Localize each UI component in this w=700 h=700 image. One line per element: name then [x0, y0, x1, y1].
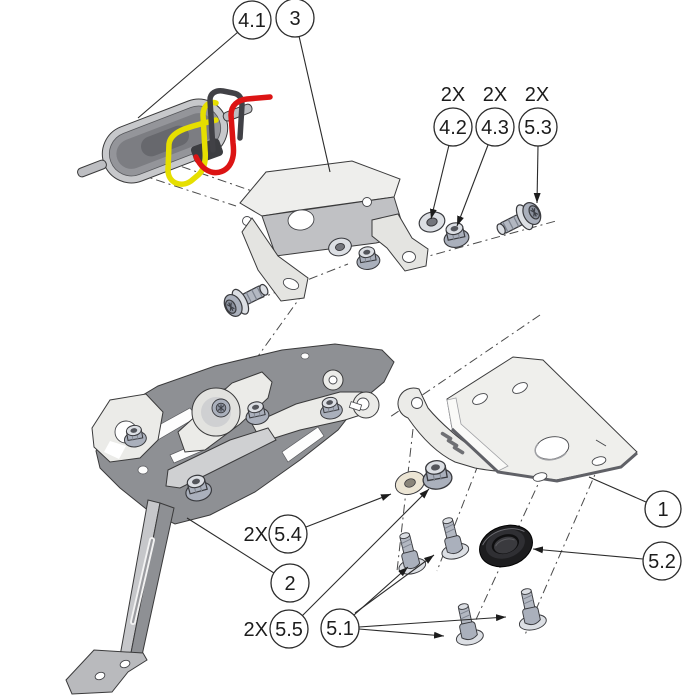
balloon-4-2: 4.2	[433, 107, 473, 147]
wire-yellow	[165, 99, 219, 187]
leader-5-1-c	[358, 628, 445, 639]
cutout-hole	[137, 465, 149, 475]
balloon-label: 3	[289, 8, 300, 30]
balloon-4-3: 4.3	[475, 107, 515, 147]
qty-label-5-4: 2X	[244, 524, 268, 546]
lower-strap	[165, 427, 277, 489]
wire-red	[193, 94, 273, 176]
part-plate-holder-assembly	[65, 343, 395, 695]
cutout-hole	[300, 352, 310, 360]
left-arm-slot	[282, 278, 300, 290]
foot-plate	[65, 649, 148, 695]
leader-5-5	[301, 488, 430, 617]
lamp-stud-left	[77, 159, 107, 178]
grommet-5-2	[479, 524, 533, 568]
foot-hole	[119, 659, 131, 669]
axis-screw-to-slot	[255, 263, 349, 301]
qty-label-4-2: 2X	[441, 84, 465, 106]
balloon-5-4: 5.4	[268, 514, 308, 554]
nut-4-3-inner	[353, 244, 382, 272]
leader-5-1-d	[358, 614, 507, 628]
balloon-2: 2	[270, 563, 310, 603]
nut-5-5	[419, 457, 455, 493]
leader-3	[298, 35, 331, 173]
balloon-label: 1	[657, 499, 668, 521]
leader-4-1	[137, 31, 239, 119]
leader-4-2	[429, 144, 450, 220]
leader-4-3	[456, 144, 489, 227]
balloon-label: 4.3	[481, 117, 509, 139]
plate-slot-hole	[512, 382, 528, 394]
lamp-stud-right	[222, 103, 253, 122]
arm-slot-cut	[440, 431, 453, 441]
axis-upper-to-lug	[389, 314, 541, 418]
screw-5-1-a	[390, 529, 428, 578]
teardrop-hole	[411, 397, 423, 409]
washer-5-4	[394, 470, 426, 496]
plate-oval-hole	[591, 456, 607, 466]
qty-label-5-5: 2X	[244, 619, 268, 641]
balloon-3: 3	[275, 0, 315, 38]
screw-5-1-b	[433, 514, 471, 563]
balloon-5-3: 5.3	[518, 107, 558, 147]
leader-5-4	[305, 493, 392, 528]
part-mounting-plate	[397, 356, 638, 483]
leader-2	[186, 517, 275, 574]
qty-label-4-3: 2X	[483, 84, 507, 106]
screw-5-1-d	[511, 585, 549, 633]
balloon-5-2: 5.2	[642, 541, 682, 581]
balloon-1: 1	[644, 490, 682, 528]
qty-label-5-3: 2X	[525, 84, 549, 106]
keyhole-slot	[348, 401, 363, 412]
plate-rim	[450, 427, 638, 483]
bracket-big-hole	[287, 209, 315, 231]
leader-lines	[137, 31, 647, 639]
arm-slot-inner	[131, 538, 154, 624]
balloon-5-5: 5.5	[269, 609, 309, 649]
balloon-label: 5.1	[326, 618, 354, 640]
cutout-slot	[281, 426, 325, 463]
leader-1	[588, 476, 647, 503]
plate-slot-hole	[472, 393, 488, 405]
nut-4-3	[440, 219, 472, 251]
foot-hole	[94, 671, 106, 681]
balloon-label: 5.5	[275, 619, 303, 641]
axis-washer-nut-screw	[417, 220, 557, 260]
plate-oval-hole	[532, 472, 548, 482]
balloon-4-1: 4.1	[232, 0, 272, 40]
balloon-label: 4.1	[238, 10, 266, 32]
balloon-label: 2	[284, 573, 295, 595]
balloon-label: 5.3	[524, 117, 552, 139]
hook-notch	[104, 441, 126, 459]
hole-shading	[534, 443, 567, 461]
bracket-small-hole	[362, 197, 372, 207]
arm-slot-cut	[446, 438, 459, 448]
screw-5-3-left	[219, 275, 274, 322]
balloon-5-1: 5.1	[320, 608, 360, 648]
leader-5-1-b	[354, 554, 435, 614]
screw-5-1-c	[448, 600, 486, 648]
screw-5-3-right	[491, 197, 546, 244]
leader-5-2	[532, 546, 644, 560]
balloon-label: 4.2	[439, 117, 467, 139]
plate-fold	[446, 397, 509, 472]
right-arm-hole	[402, 251, 416, 263]
hinge-torx-screw	[211, 398, 231, 418]
balloon-label: 5.2	[648, 551, 676, 573]
upper-lug-hole	[328, 375, 338, 385]
plate-notch	[595, 439, 607, 447]
axis-washer54-screw	[396, 428, 414, 572]
arm-slot-cut	[452, 445, 465, 455]
leader-5-3	[533, 145, 541, 204]
balloon-label: 5.4	[274, 524, 302, 546]
part-upper-bracket	[239, 160, 429, 302]
